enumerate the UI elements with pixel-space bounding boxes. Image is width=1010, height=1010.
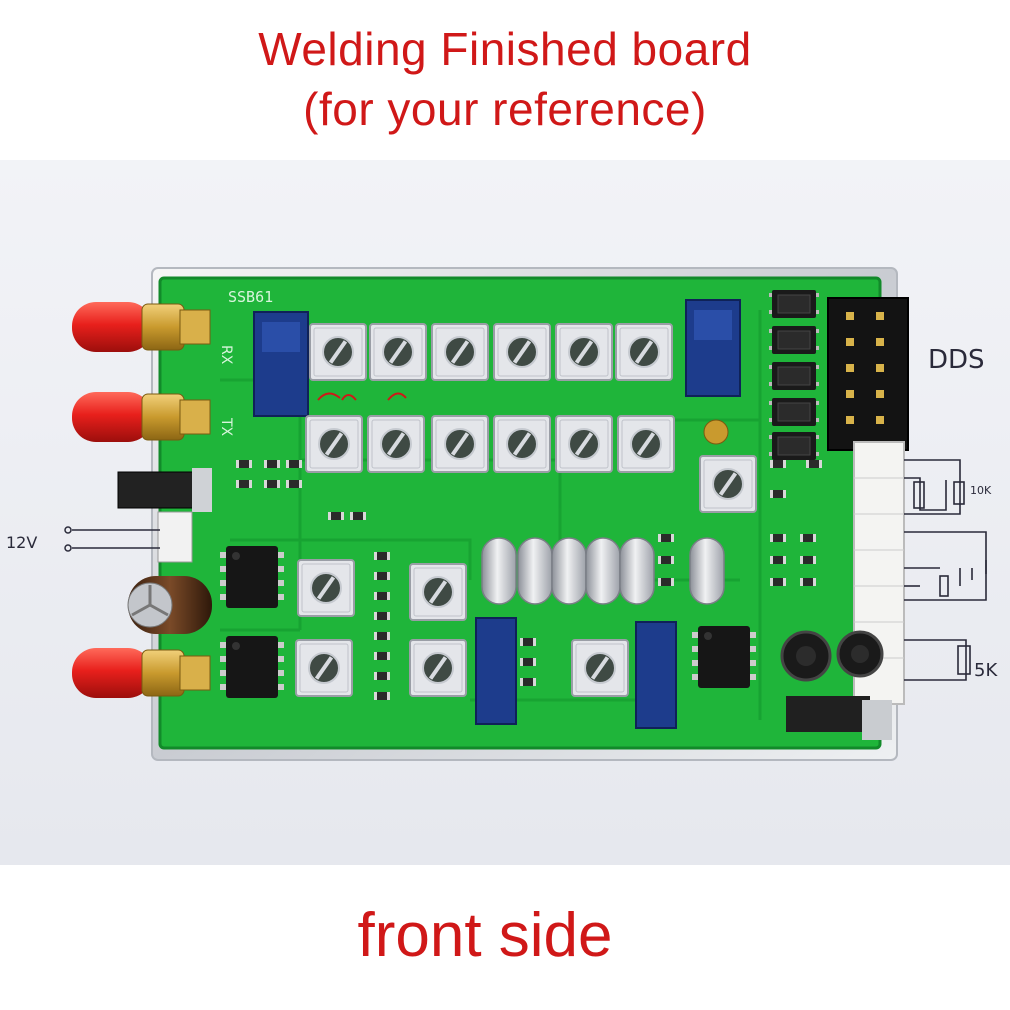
caption-title-line1: Welding Finished board xyxy=(258,23,752,75)
dds-header-connector xyxy=(827,297,909,451)
caption-front-side: front side xyxy=(357,901,613,970)
caption-title-line2: (for your reference) xyxy=(303,83,707,135)
annotation-12v: 12V xyxy=(6,533,37,552)
relays xyxy=(768,289,820,461)
annotation-dds: DDS xyxy=(928,345,985,375)
sma-connector-tx xyxy=(71,391,211,443)
electrolytic-capacitor-left xyxy=(127,576,212,634)
handdrawn-wiring-notes xyxy=(904,459,987,681)
ic-dip8-lower xyxy=(220,636,284,698)
ic-dip8-upper xyxy=(220,546,284,608)
ic-dip8-right xyxy=(692,626,756,688)
sma-connector-rx xyxy=(71,301,211,353)
annotation-10k: 10K xyxy=(970,484,992,497)
silkscreen-model: SSB61 xyxy=(228,288,273,306)
sma-connector-out xyxy=(71,647,211,699)
electrolytic-capacitors-right xyxy=(780,630,884,682)
silkscreen-tx: TX xyxy=(218,417,234,437)
pcb-photo: SSB61 RX TX xyxy=(0,160,1010,865)
silkscreen-rx: RX xyxy=(218,345,234,365)
handdrawn-power-wiring xyxy=(64,526,160,552)
annotation-5k: 5K xyxy=(974,660,998,681)
